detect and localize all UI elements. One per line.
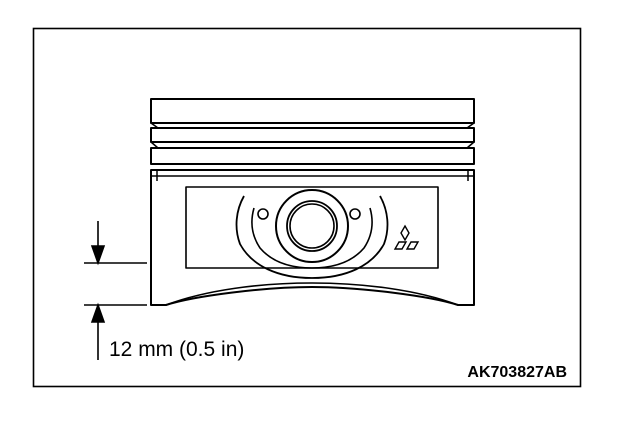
ring-land-2 xyxy=(150,147,475,165)
arrow-up-icon xyxy=(90,302,106,323)
mitsubishi-logo-icon xyxy=(393,224,420,250)
figure-code: AK703827AB xyxy=(467,364,567,381)
pin-boss xyxy=(235,195,389,279)
piston-crown xyxy=(150,98,475,124)
piston-skirt xyxy=(150,169,475,306)
piston-pin-mid xyxy=(286,200,338,252)
piston-pin-inner xyxy=(289,203,335,249)
piston xyxy=(150,98,475,306)
arrow-down-icon xyxy=(90,245,106,266)
dimension-marker xyxy=(84,221,147,360)
ring-land-1 xyxy=(150,127,475,143)
dimension-label: 12 mm (0.5 in) xyxy=(109,338,245,361)
skirt-panel xyxy=(185,186,439,269)
figure-border xyxy=(32,27,582,388)
piston-pin-outer xyxy=(275,189,349,263)
